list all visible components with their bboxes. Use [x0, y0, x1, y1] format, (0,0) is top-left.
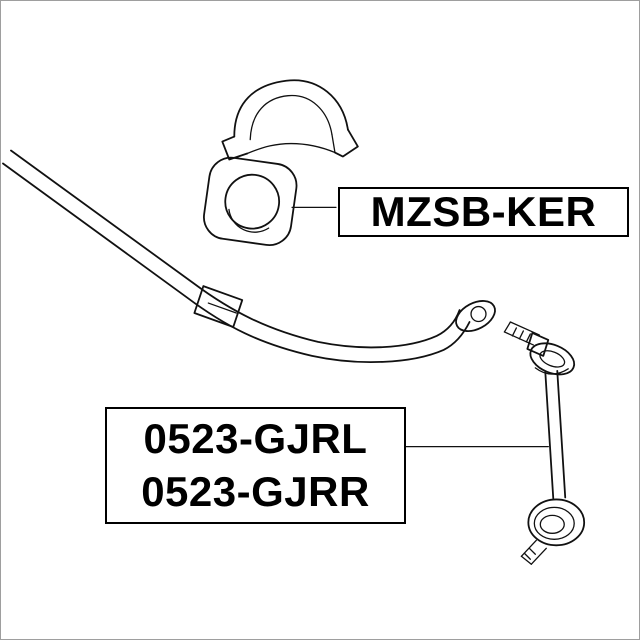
label-box-link: 0523-GJRL 0523-GJRR — [105, 407, 406, 524]
stabilizer-bar-drawing — [2, 149, 496, 364]
bushing-part-number: MZSB-KER — [370, 188, 597, 235]
bar-collar-drawing — [193, 285, 244, 328]
leader-lines — [291, 206, 549, 448]
label-box-bushing: MZSB-KER — [338, 187, 629, 237]
bushing-bracket-drawing — [221, 79, 359, 161]
stabilizer-link-drawing — [503, 321, 586, 565]
stabilizer-bushing-drawing — [203, 156, 298, 247]
link-part-number-right: 0523-GJRR — [141, 468, 370, 516]
link-part-number-left: 0523-GJRL — [143, 414, 368, 462]
